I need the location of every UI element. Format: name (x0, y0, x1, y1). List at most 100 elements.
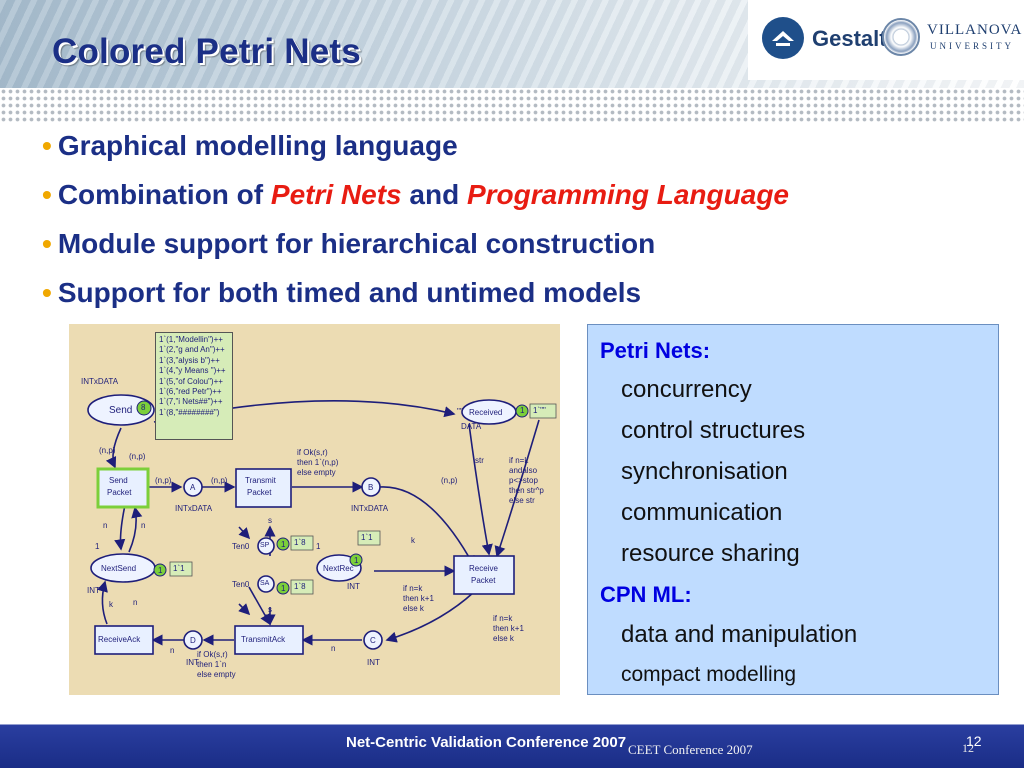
bullet-text: and (401, 179, 467, 210)
arc-str-guard: if n=k andalso p<>stop then str^p else s… (509, 456, 544, 506)
place-b (361, 477, 381, 497)
bullet-item: •Support for both timed and untimed mode… (42, 277, 641, 309)
place-sa (257, 575, 275, 593)
bullet-text: Module support for hierarchical construc… (57, 228, 656, 259)
place-a (183, 477, 203, 497)
info-item: data and manipulation (621, 621, 858, 648)
info-item: compact modelling (621, 663, 797, 686)
arc-ok-np-line: else empty (297, 468, 336, 477)
arc-str-guard-line: if n=k (509, 456, 529, 465)
gestalt-logo-icon (762, 17, 804, 59)
footer-overlap-text: CEET Conference 2007 (628, 742, 753, 757)
arc-np-4: (n,p) (441, 476, 458, 485)
place-c (363, 630, 383, 650)
villanova-seal-icon (882, 18, 920, 56)
arc-k-1: k (109, 600, 113, 609)
token-sa (276, 581, 290, 595)
arc-n-2: n (141, 521, 146, 530)
place-send (87, 394, 155, 426)
transition-transmit-packet-label-2: Packet (247, 488, 272, 497)
arc-k-guard: if n=k then k+1 else k (403, 584, 434, 614)
token-sa-count: 1 (281, 584, 286, 593)
arc-ok-np: if Ok(s,r) then 1`(n,p) else empty (297, 448, 338, 478)
footer-conference-name: Net-Centric Validation Conference 2007 (346, 734, 627, 751)
arc-ok-np-line: if Ok(s,r) (297, 448, 328, 457)
token-send-count: 8 (141, 403, 146, 412)
token-nextsend-count: 1 (158, 566, 163, 575)
page-number: 12 (966, 733, 982, 749)
colset-b: INTxDATA (351, 504, 389, 513)
arc-s-1: s (268, 516, 272, 525)
bullet-dot-icon: • (42, 277, 52, 308)
transition-receive-packet-label-2: Packet (471, 576, 496, 585)
arc-str-guard-line: andalso (509, 466, 538, 475)
arc-k-guard-line: else k (403, 604, 424, 613)
colset-d: INT (186, 658, 199, 667)
arc-one-2: 1 (316, 542, 321, 551)
info-heading-petri-nets: Petri Nets: (600, 338, 711, 363)
bullet-dot-icon: • (42, 228, 52, 259)
place-received-label: Received (469, 408, 503, 417)
slide-footer (0, 718, 1024, 768)
transition-receive-packet-label-1: Receive (469, 564, 498, 573)
colset-nextsend: INT (87, 586, 100, 595)
place-d (183, 630, 203, 650)
transition-send-packet-label-1: Send (109, 476, 128, 485)
arc-ok-n-line: then 1`n (197, 660, 227, 669)
colset-c: INT (367, 658, 380, 667)
arc-np-3: (n,p) (211, 476, 228, 485)
colset-received: DATA (461, 422, 482, 431)
marking-nextsend: 1`1 (173, 564, 185, 573)
transition-transmit-ack (234, 625, 304, 655)
bullet-text: Combination of (57, 179, 271, 210)
marking-box-nextrec (357, 530, 381, 546)
token-nextrec (349, 553, 363, 567)
arc-k-guard-2: if n=k then k+1 else k (493, 614, 524, 644)
marking-received: 1`"" (533, 406, 546, 415)
info-item: concurrency (621, 376, 752, 403)
info-item: communication (621, 499, 783, 526)
arc-n-4: n (170, 646, 175, 655)
info-item: control structures (621, 417, 806, 444)
arc-s-2: s (268, 605, 272, 614)
arc-k-guard2-line: if n=k (493, 614, 513, 623)
arc-np-1: (n,p) (99, 446, 116, 455)
token-sp-count: 1 (281, 540, 286, 549)
token-sp (276, 537, 290, 551)
arc-n-3: n (133, 598, 138, 607)
petri-net-diagram: 1`(1,"Modellin")++ 1`(2,"g and An")++ 1`… (69, 324, 560, 695)
bullet-item: •Module support for hierarchical constru… (42, 228, 655, 260)
place-sp (257, 537, 275, 555)
arc-str-guard-line: else str (509, 496, 535, 505)
dotted-divider (0, 88, 1024, 122)
info-heading-cpn-ml: CPN ML: (600, 582, 692, 607)
place-b-label: B (368, 483, 374, 492)
colset-send: INTxDATA (81, 377, 119, 386)
note-line: 1`(2,"g and An")++ (159, 345, 225, 355)
arc-str: str (475, 456, 484, 465)
token-nextsend (153, 563, 167, 577)
marking-box-nextsend (169, 561, 193, 577)
colset-nextrec: INT (347, 582, 360, 591)
transition-send-packet (96, 467, 150, 509)
token-received-count: 1 (520, 406, 525, 415)
marking-box-sp (290, 535, 314, 551)
bullet-dot-icon: • (42, 179, 52, 210)
villanova-logo-text: VILLANOVA (927, 22, 1023, 38)
gestalt-logo-text: Gestalt (812, 26, 887, 51)
arc-ok-n-line: if Ok(s,r) (197, 650, 228, 659)
arc-np-2: (n,p) (155, 476, 172, 485)
transition-receive-ack-label: ReceiveAck (98, 635, 141, 644)
note-line: 1`(6,"red Petr")++ (159, 386, 222, 396)
token-send (136, 400, 152, 416)
place-sp-label: SP (260, 542, 270, 549)
colset-sa: Ten0 (232, 580, 250, 589)
place-c-label: C (370, 636, 376, 645)
slide-title: Colored Petri Nets (52, 32, 361, 71)
transition-receive-packet (453, 555, 515, 595)
marking-nextrec: 1`1 (361, 533, 373, 542)
arc-k-guard-line: then k+1 (403, 594, 434, 603)
note-line: 1`(3,"alysis b")++ (159, 355, 220, 365)
arc-ok-n: if Ok(s,r) then 1`n else empty (197, 650, 236, 680)
marking-box-sa (290, 579, 314, 595)
